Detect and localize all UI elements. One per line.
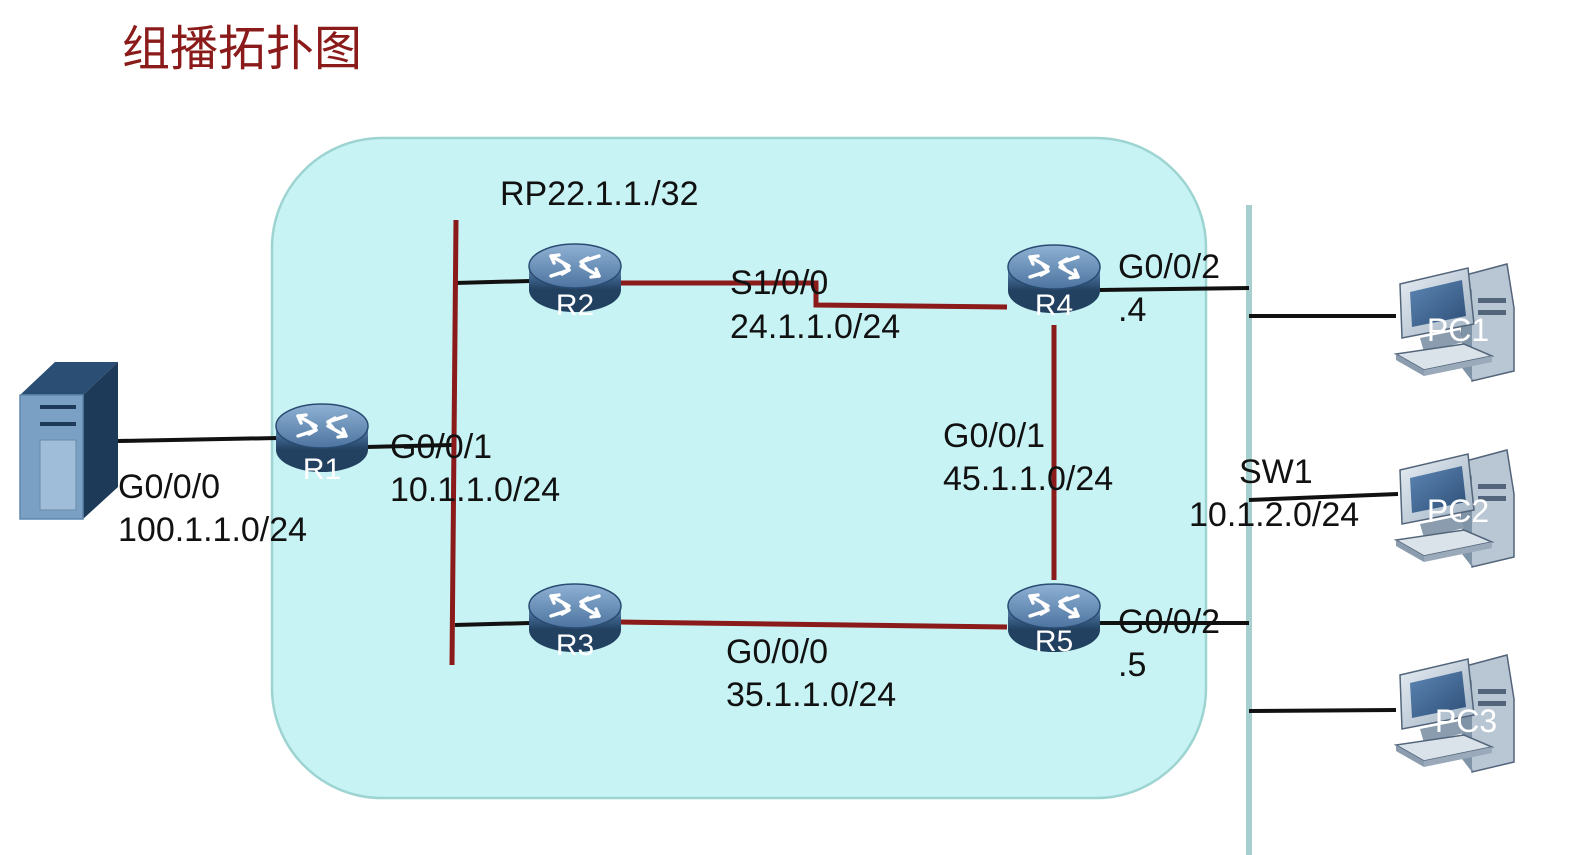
- link-bus-r2: [454, 279, 531, 285]
- r4-r5-iface-label: G0/0/1: [943, 417, 1045, 455]
- router-r4-label: R4: [1035, 289, 1073, 322]
- router-r5-label: R5: [1035, 625, 1073, 658]
- r4-switch-iface-label: G0/0/2: [1118, 248, 1220, 286]
- server-r1-subnet-label: 100.1.1.0/24: [118, 511, 307, 549]
- router-r3[interactable]: R3: [527, 582, 623, 662]
- router-r3-label: R3: [556, 629, 594, 662]
- router-r5[interactable]: R5: [1006, 582, 1102, 658]
- r4-r5-subnet-label: 45.1.1.0/24: [943, 460, 1113, 498]
- r1-bus-iface-label: G0/0/1: [390, 428, 492, 466]
- r3-r5-iface-label: G0/0/0: [726, 633, 828, 671]
- pc1[interactable]: PC1: [1395, 263, 1515, 382]
- plain-links: [117, 279, 1399, 713]
- multicast-domain-area: [270, 136, 1208, 800]
- switch-sw1-label: SW1: [1239, 453, 1313, 491]
- pc2-label: PC2: [1427, 493, 1489, 529]
- server-icon[interactable]: [19, 362, 118, 520]
- pc1-label: PC1: [1427, 312, 1489, 348]
- r3-r5-subnet-label: 35.1.1.0/24: [726, 676, 896, 714]
- router-r4[interactable]: R4: [1006, 243, 1102, 322]
- lan-bus-line: [449, 219, 459, 666]
- link-r4-switch: [1099, 286, 1250, 292]
- link-r2-r4: [620, 280, 1008, 310]
- link-switch-pc3: [1248, 708, 1397, 713]
- r5-switch-host-label: .5: [1118, 646, 1146, 684]
- pc3[interactable]: PC3: [1395, 654, 1515, 773]
- r4-switch-host-label: .4: [1118, 291, 1146, 329]
- page-title: 组播拓扑图: [122, 21, 362, 77]
- server-r1-iface-label: G0/0/0: [118, 468, 220, 506]
- switch-subnet-label: 10.1.2.0/24: [1189, 496, 1359, 534]
- link-bus-r3: [454, 621, 531, 627]
- router-r2[interactable]: R2: [527, 242, 623, 322]
- rp-address-label: RP22.1.1./32: [500, 175, 698, 213]
- link-switch-pc2: [1248, 492, 1399, 502]
- router-r1-label: R1: [303, 453, 341, 486]
- router-r1[interactable]: R1: [274, 402, 370, 486]
- link-r3-r5: [619, 619, 1008, 630]
- link-r1-bus: [365, 443, 453, 449]
- pc2[interactable]: PC2: [1395, 449, 1515, 568]
- r5-switch-iface-label: G0/0/2: [1118, 603, 1220, 641]
- r2-r4-iface-label: S1/0/0: [730, 264, 828, 302]
- multicast-links: [449, 219, 1057, 666]
- r2-r4-subnet-label: 24.1.1.0/24: [730, 308, 900, 346]
- r1-bus-subnet-label: 10.1.1.0/24: [390, 471, 560, 509]
- link-server-r1: [117, 436, 279, 443]
- pc3-label: PC3: [1435, 703, 1497, 739]
- router-r2-label: R2: [556, 289, 594, 322]
